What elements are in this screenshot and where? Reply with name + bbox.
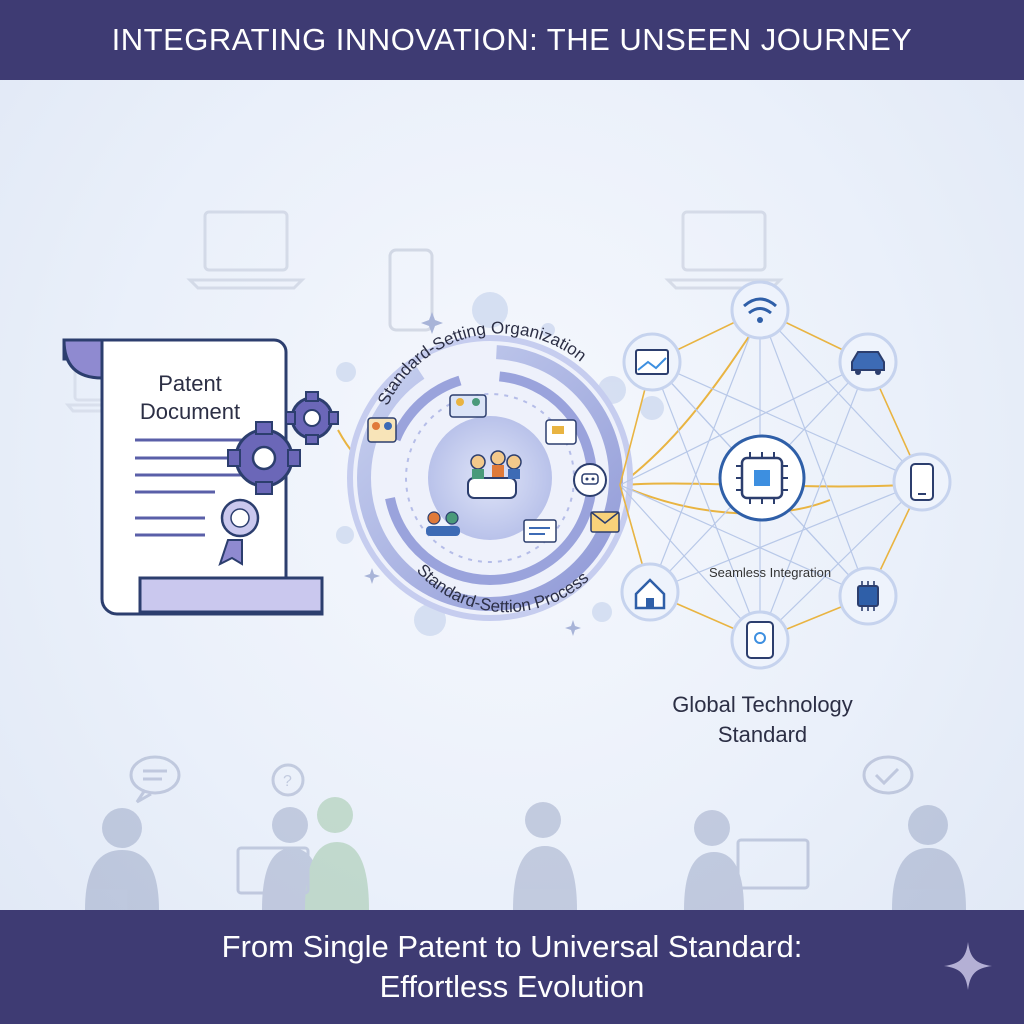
smartphone-icon bbox=[894, 454, 950, 510]
background-laptop-icon bbox=[190, 212, 302, 288]
global-standard-label: Global Technology Standard bbox=[640, 690, 885, 750]
document-review-icon bbox=[546, 420, 576, 444]
sparkle-icon bbox=[942, 940, 994, 992]
background-people: ? bbox=[85, 757, 966, 910]
meeting-table-icon bbox=[468, 451, 521, 498]
patent-label-line1: Patent bbox=[120, 370, 260, 398]
person-silhouette bbox=[684, 810, 744, 910]
speech-bubble-icon bbox=[131, 757, 179, 802]
wifi-icon bbox=[732, 282, 788, 338]
svg-text:?: ? bbox=[283, 773, 292, 790]
background-laptop-icon bbox=[738, 840, 808, 888]
contract-icon bbox=[524, 520, 556, 542]
gear-icon bbox=[286, 392, 338, 444]
envelope-icon bbox=[591, 512, 619, 532]
background-phone-icon bbox=[390, 250, 432, 330]
seamless-integration-label: Seamless Integration bbox=[690, 565, 850, 580]
map-icon bbox=[624, 334, 680, 390]
home-icon bbox=[622, 564, 678, 620]
check-bubble-icon bbox=[864, 757, 912, 793]
person-silhouette bbox=[85, 808, 159, 910]
person-silhouette bbox=[305, 797, 369, 910]
global-standard-line2: Standard bbox=[640, 720, 885, 750]
background-laptop-icon bbox=[668, 212, 780, 288]
patent-document-label: Patent Document bbox=[120, 370, 260, 426]
car-icon bbox=[840, 334, 896, 390]
question-bubble-icon: ? bbox=[273, 765, 303, 795]
person-silhouette bbox=[892, 805, 966, 910]
footer-line1: From Single Patent to Universal Standard… bbox=[222, 927, 803, 967]
title-banner: INTEGRATING INNOVATION: THE UNSEEN JOURN… bbox=[0, 0, 1024, 80]
tablet-icon bbox=[732, 612, 788, 668]
robot-icon bbox=[574, 464, 606, 496]
processor-chip-icon bbox=[720, 436, 804, 520]
footer-banner: From Single Patent to Universal Standard… bbox=[0, 910, 1024, 1024]
global-standard-line1: Global Technology bbox=[640, 690, 885, 720]
meeting-group-icon bbox=[450, 395, 486, 417]
page-title: INTEGRATING INNOVATION: THE UNSEEN JOURN… bbox=[112, 22, 913, 58]
footer-line2: Effortless Evolution bbox=[380, 967, 645, 1007]
team-discussion-icon bbox=[368, 418, 396, 442]
person-silhouette bbox=[513, 802, 577, 910]
patent-label-line2: Document bbox=[120, 398, 260, 426]
